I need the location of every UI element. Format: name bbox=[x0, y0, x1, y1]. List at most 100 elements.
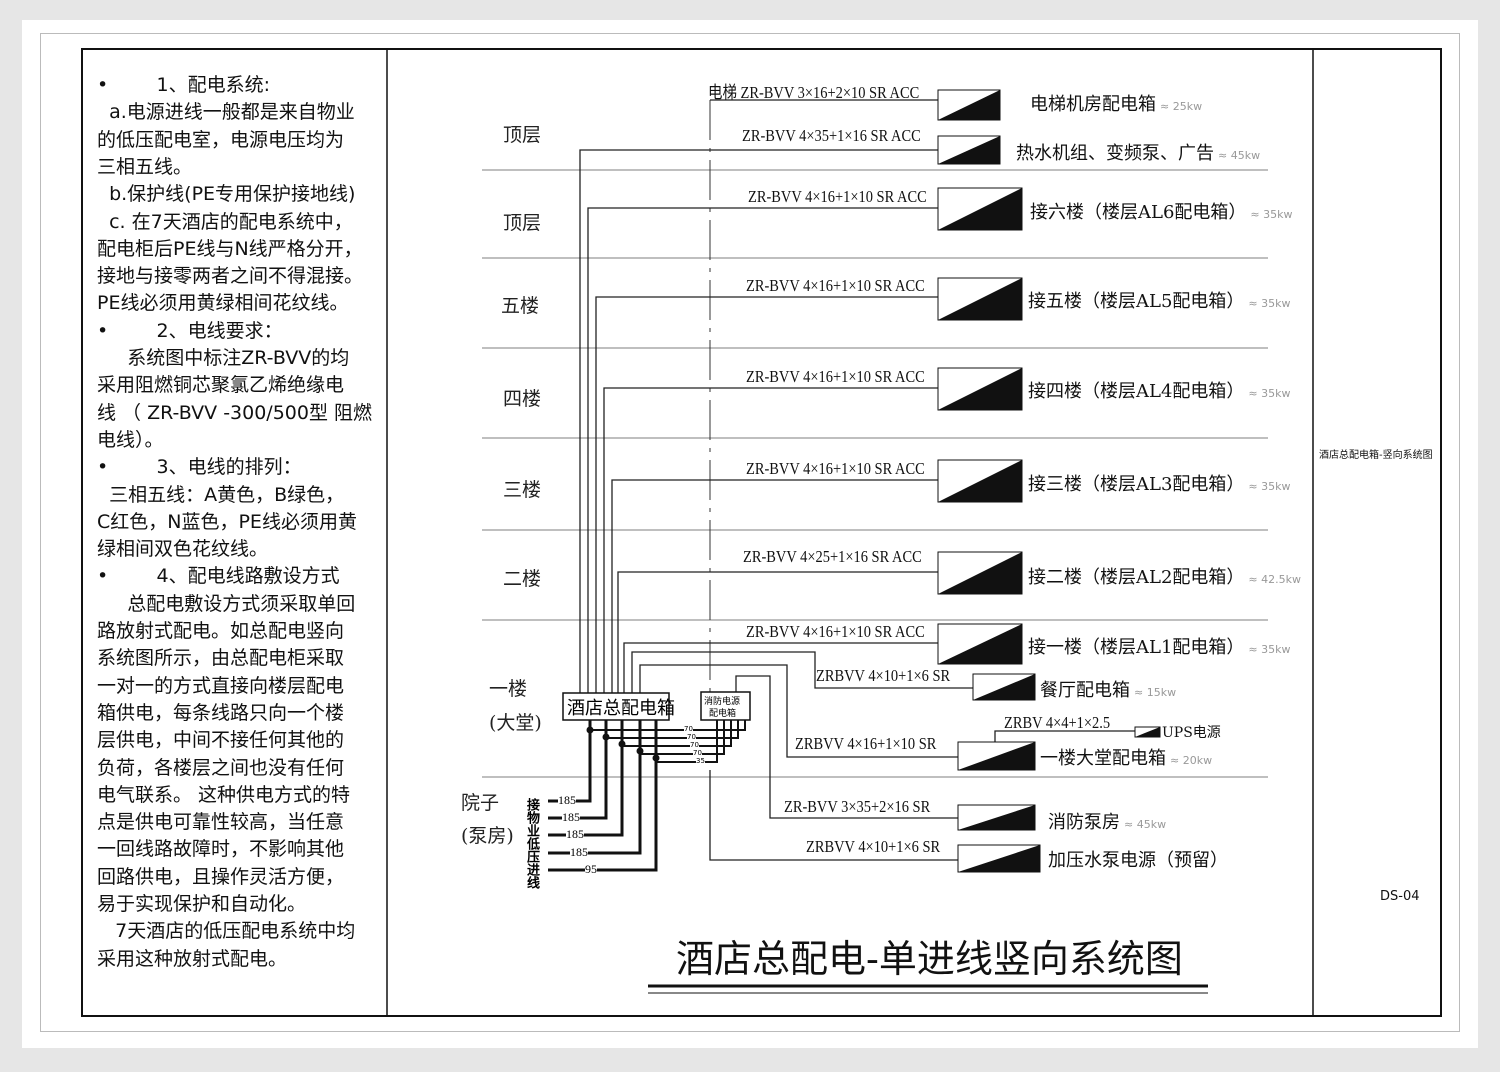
note-line: 回路供电，且操作灵活方便， bbox=[97, 865, 345, 888]
load-power: ≈ 35kw bbox=[1248, 643, 1291, 656]
note-line: 采用阻燃铜芯聚氯乙烯绝缘电 bbox=[97, 374, 345, 397]
note-line: • 3、电线的排列： bbox=[97, 456, 302, 479]
incoming-size: 185 bbox=[570, 845, 588, 860]
note-line: • 1、配电系统: bbox=[97, 74, 271, 96]
fire-tie-size: 70 bbox=[684, 725, 693, 733]
cable-spec: ZR-BVV 4×35+1×16 SR ACC bbox=[742, 126, 921, 145]
distribution-box-fill bbox=[938, 624, 1022, 664]
fire-tie-size: 70 bbox=[687, 733, 696, 741]
load-name: 消防泵房≈ 45kw bbox=[1048, 812, 1167, 833]
note-line: c. 在7天酒店的配电系统中， bbox=[97, 210, 353, 233]
incoming-cable bbox=[548, 720, 592, 803]
distribution-box-fill bbox=[958, 742, 1035, 770]
cable-spec: ZRBVV 4×10+1×6 SR bbox=[816, 666, 951, 685]
load-name: 接五楼（楼层AL5配电箱）≈ 35kw bbox=[1028, 291, 1291, 312]
load-power: ≈ 25kw bbox=[1160, 100, 1203, 113]
fire-tie-size: 70 bbox=[690, 741, 699, 749]
feeder-line bbox=[587, 207, 938, 693]
fire-tie-size: 35 bbox=[696, 757, 705, 765]
distribution-box-fill bbox=[958, 845, 1040, 872]
distribution-box-fill bbox=[938, 188, 1022, 230]
main-distribution-box bbox=[562, 692, 670, 721]
note-line: 三相五线：A黄色，B绿色， bbox=[97, 483, 345, 506]
note-line: 电气联系。 这种供电方式的特 bbox=[97, 783, 351, 806]
junction-dot bbox=[652, 754, 660, 762]
load-name: 接三楼（楼层AL3配电箱）≈ 35kw bbox=[1028, 474, 1291, 495]
load-power: ≈ 20kw bbox=[1170, 754, 1213, 767]
floor-label: 五楼 bbox=[501, 295, 540, 317]
feeder-line bbox=[709, 770, 958, 861]
load-power: ≈ 42.5kw bbox=[1248, 573, 1301, 586]
note-line: 层供电，中间不接任何其他的 bbox=[97, 729, 345, 752]
note-line: PE线必须用黄绿相间花纹线。 bbox=[97, 292, 349, 315]
cable-spec: ZR-BVV 4×16+1×10 SR ACC bbox=[746, 276, 925, 295]
load-power: ≈ 35kw bbox=[1250, 208, 1293, 221]
floor-label: 顶层 bbox=[503, 124, 542, 146]
load-name: 热水机组、变频泵、广告≈ 45kw bbox=[1016, 143, 1261, 164]
incoming-size: 185 bbox=[562, 810, 580, 825]
load-power: ≈ 15kw bbox=[1134, 686, 1177, 699]
distribution-box-fill bbox=[938, 90, 1000, 120]
incoming-cable bbox=[548, 720, 658, 872]
floor-label: 顶层 bbox=[503, 212, 542, 234]
feeder-line bbox=[579, 149, 938, 693]
feeder-line bbox=[617, 571, 938, 693]
drawing-sheet bbox=[22, 20, 1478, 1048]
distribution-box-fill bbox=[938, 278, 1022, 320]
note-line: 三相五线。 bbox=[97, 155, 193, 178]
feeder-line bbox=[595, 296, 938, 693]
incoming-size: 185 bbox=[566, 827, 584, 842]
distribution-box-fill bbox=[1135, 727, 1160, 737]
incoming-size: 185 bbox=[558, 793, 576, 808]
load-name: 加压水泵电源（预留） bbox=[1048, 850, 1228, 871]
floor-label: 三楼 bbox=[503, 479, 542, 501]
note-line: 负荷，各楼层之间也没有任何 bbox=[97, 756, 345, 779]
note-line: 线 （ ZR-BVV -300/500型 阻燃 bbox=[97, 401, 373, 424]
fire-tie-cable bbox=[590, 720, 746, 731]
feeder-line bbox=[994, 730, 1135, 742]
cable-spec: ZR-BVV 4×16+1×10 SR ACC bbox=[748, 187, 927, 206]
note-line: 系统图所示，由总配电柜采取 bbox=[97, 647, 345, 670]
floor-label: 一楼 bbox=[489, 678, 528, 700]
load-name: UPS电源 bbox=[1162, 725, 1221, 741]
load-power: ≈ 45kw bbox=[1218, 149, 1261, 162]
note-line: 箱供电，每条线路只向一个楼 bbox=[97, 701, 345, 724]
distribution-box-fill bbox=[958, 805, 1035, 830]
note-line: • 2、电线要求： bbox=[97, 319, 283, 342]
cable-spec: ZR-BVV 3×35+2×16 SR bbox=[784, 797, 931, 816]
feeder-line bbox=[735, 675, 958, 819]
note-line: 的低压配电室，电源电压均为 bbox=[97, 128, 345, 151]
cable-spec: ZR-BVV 4×16+1×10 SR ACC bbox=[746, 622, 925, 641]
cable-spec: 电梯 ZR-BVV 3×16+2×10 SR ACC bbox=[708, 83, 920, 102]
note-line: a.电源进线一般都是来自物业 bbox=[97, 101, 355, 124]
distribution-box-fill bbox=[938, 368, 1022, 410]
load-power: ≈ 35kw bbox=[1248, 297, 1291, 310]
fire-distribution-box bbox=[700, 691, 751, 721]
note-line: • 4、配电线路敷设方式 bbox=[97, 565, 340, 588]
note-line: 一回线路故障时，不影响其他 bbox=[97, 838, 345, 861]
incoming-cable bbox=[548, 720, 608, 820]
feeder-line bbox=[639, 664, 958, 758]
note-line: 接地与接零两者之间不得混接。 bbox=[97, 265, 364, 288]
note-line: 系统图中标注ZR-BVV的均 bbox=[97, 347, 350, 369]
fire-tie-cable bbox=[622, 720, 732, 747]
fire-tie-cable bbox=[606, 720, 739, 739]
distribution-box-fill bbox=[973, 674, 1035, 700]
incoming-size: 95 bbox=[585, 862, 597, 877]
load-name: 一楼大堂配电箱≈ 20kw bbox=[1040, 748, 1213, 769]
side-title: 酒店总配电箱-竖向系统图 bbox=[1319, 450, 1433, 461]
incoming-cable bbox=[548, 720, 642, 855]
load-name: 接六楼（楼层AL6配电箱）≈ 35kw bbox=[1030, 202, 1293, 223]
cable-spec: ZR-BVV 4×25+1×16 SR ACC bbox=[743, 547, 922, 566]
drawing-number: DS-04 bbox=[1380, 889, 1420, 904]
fire-tie-cable bbox=[656, 720, 718, 763]
floor-label: 四楼 bbox=[503, 388, 542, 410]
load-name: 接四楼（楼层AL4配电箱）≈ 35kw bbox=[1028, 381, 1291, 402]
cable-spec: ZRBVV 4×16+1×10 SR bbox=[795, 734, 937, 753]
feeder-line bbox=[631, 651, 973, 693]
feeder-line bbox=[603, 387, 938, 693]
drawing-frame bbox=[81, 48, 1442, 1017]
load-name: 餐厅配电箱≈ 15kw bbox=[1040, 680, 1177, 701]
